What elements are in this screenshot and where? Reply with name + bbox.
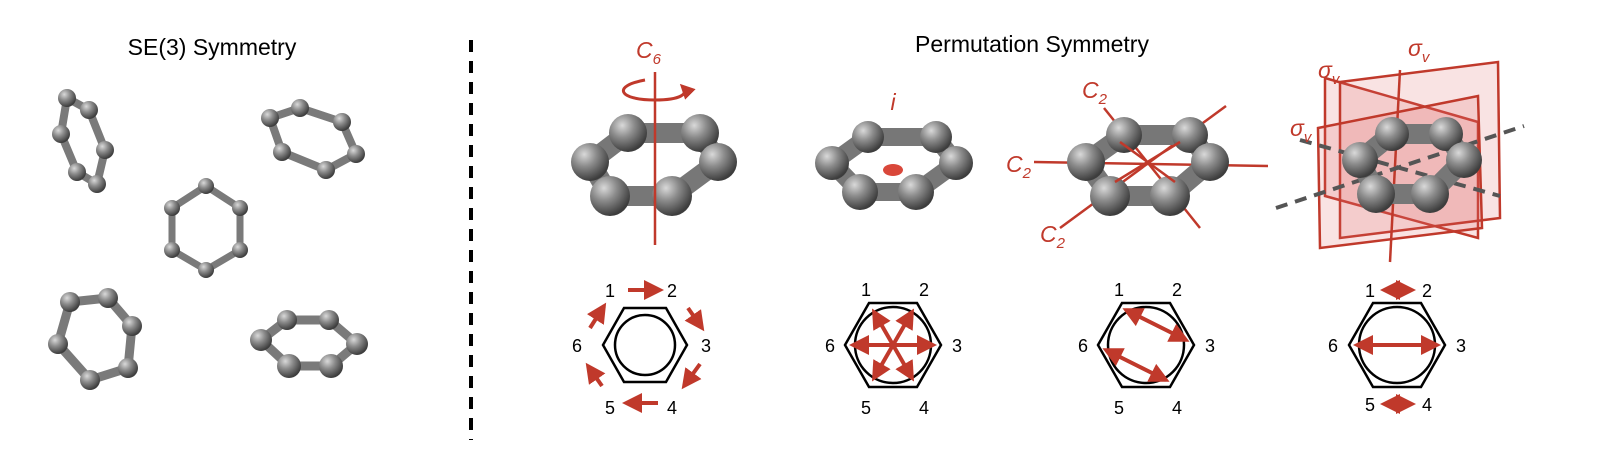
hex3-label-6: 6 xyxy=(1078,336,1088,356)
hex1-label-1: 1 xyxy=(605,281,615,301)
hex2-label-3: 3 xyxy=(952,336,962,356)
c6-rotation-arrow xyxy=(622,78,696,102)
hex3-label-4: 4 xyxy=(1172,398,1182,418)
sigma-v-label-top: σv xyxy=(1408,35,1431,66)
c2-molecule xyxy=(1067,117,1229,216)
hex2-label-6: 6 xyxy=(825,336,835,356)
hex1-label-6: 6 xyxy=(572,336,582,356)
c2-label-left: C2 xyxy=(1006,151,1032,182)
hex1-label-2: 2 xyxy=(667,281,677,301)
hex4-label-6: 6 xyxy=(1328,336,1338,356)
hexagon-c6: 1 2 3 4 5 6 xyxy=(572,280,711,418)
hexagon-inversion: 1 2 3 4 5 6 xyxy=(825,280,962,418)
c6-label: C6 xyxy=(636,37,662,68)
c2-label-top: C2 xyxy=(1082,77,1108,108)
hex2-label-4: 4 xyxy=(919,398,929,418)
hex2-label-2: 2 xyxy=(919,280,929,300)
inversion-center xyxy=(883,164,903,176)
hex3-label-2: 2 xyxy=(1172,280,1182,300)
inversion-molecule xyxy=(815,121,973,210)
inversion-label: i xyxy=(890,89,896,115)
sigma-v-label-mid: σv xyxy=(1290,115,1313,146)
hex4-label-3: 3 xyxy=(1456,336,1466,356)
molecule-lower-right xyxy=(250,310,368,378)
permutation-title: Permutation Symmetry xyxy=(915,31,1149,57)
hex2-label-5: 5 xyxy=(861,398,871,418)
sigma-v-principal-axis xyxy=(1388,69,1402,263)
sigma-v-dashed-line-b xyxy=(1299,138,1501,198)
c6-molecule xyxy=(571,114,737,216)
molecule-upper-left xyxy=(52,89,114,193)
hex3-label-3: 3 xyxy=(1205,336,1215,356)
molecule-lower-left xyxy=(48,288,142,390)
c2-label-bottom: C2 xyxy=(1040,221,1066,252)
hex3-label-5: 5 xyxy=(1114,398,1124,418)
hex3-label-1: 1 xyxy=(1114,280,1124,300)
molecule-upper-right xyxy=(261,99,365,179)
sigma-v-molecule xyxy=(1342,117,1482,213)
hexagon-sigma-v: 1 2 3 4 5 6 xyxy=(1328,280,1466,415)
hex4-label-4: 4 xyxy=(1422,395,1432,415)
se3-title: SE(3) Symmetry xyxy=(128,34,297,60)
hex4-label-2: 2 xyxy=(1422,281,1432,301)
molecule-center xyxy=(164,178,248,278)
c2-cross-lines xyxy=(1114,140,1181,184)
hex1-label-3: 3 xyxy=(701,336,711,356)
hex1-label-5: 5 xyxy=(605,398,615,418)
sigma-v-label-left: σv xyxy=(1318,57,1341,88)
hex4-label-1: 1 xyxy=(1365,281,1375,301)
hex4-label-5: 5 xyxy=(1365,395,1375,415)
hex1-label-4: 4 xyxy=(667,398,677,418)
hexagon-c2: 1 2 3 4 5 6 xyxy=(1078,280,1215,418)
hex2-label-1: 1 xyxy=(861,280,871,300)
